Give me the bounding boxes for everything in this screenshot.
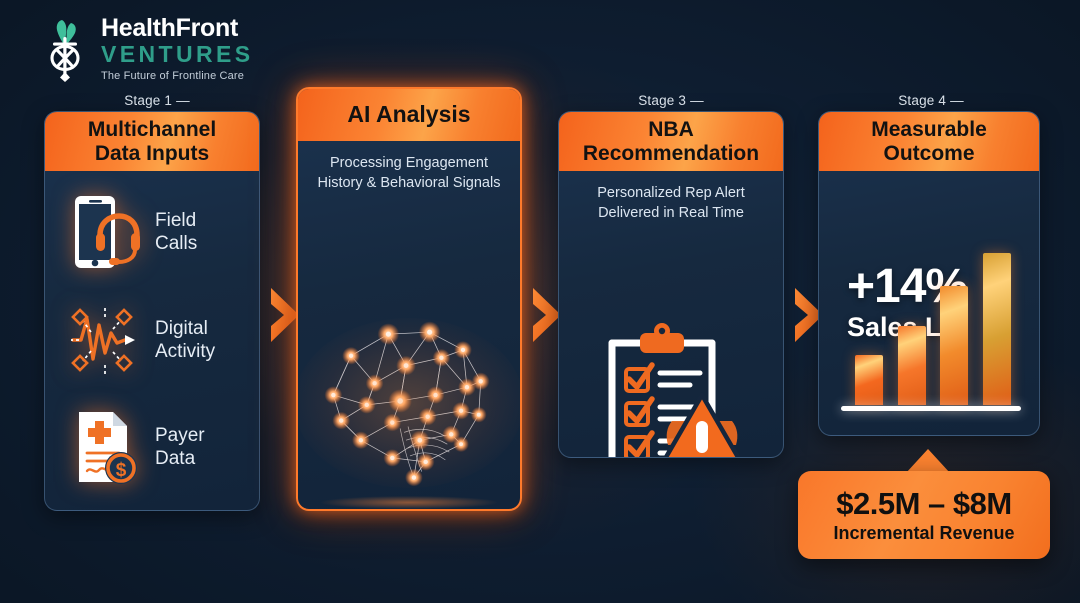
svg-text:$: $: [116, 460, 127, 481]
stage-2-body: Processing Engagement History & Behavior…: [298, 141, 520, 509]
bar-1: [855, 355, 883, 405]
stage-card-2[interactable]: AI Analysis Processing Engagement Histor…: [296, 87, 522, 511]
stage-1-item-1-label: Field Calls: [155, 209, 197, 255]
stage-1-item-field-calls[interactable]: Field Calls: [69, 191, 197, 273]
stage-1-item-1-label-line1: Field: [155, 209, 197, 231]
stage-3-subtitle-line2: Delivered in Real Time: [598, 204, 744, 221]
brand-name-secondary: VENTURES: [101, 41, 254, 67]
stage-4-header: Measurable Outcome: [819, 112, 1039, 171]
stage-1-item-digital-activity[interactable]: Digital Activity: [69, 299, 215, 381]
stage-2-subtitle-line1: Processing Engagement: [330, 155, 488, 171]
stage-label-4: Stage 4 —: [898, 93, 964, 108]
neural-network-brain-icon: [324, 321, 490, 487]
stage-2-header: AI Analysis: [298, 89, 520, 141]
stage-label-1: Stage 1 —: [124, 93, 190, 108]
incremental-revenue-callout[interactable]: $2.5M – $8M Incremental Revenue: [798, 471, 1050, 559]
bar-series: [855, 245, 1011, 405]
stage-3-subtitle-line1: Personalized Rep Alert: [597, 185, 745, 201]
stage-1-item-3-label: Payer Data: [155, 424, 205, 470]
medical-claim-document-dollar-icon: $: [79, 412, 137, 484]
brand-name-primary: HealthFront: [101, 14, 238, 42]
sprout-caduceus-logo-icon: [50, 20, 80, 82]
stage-1-item-3-label-line2: Data: [155, 448, 196, 469]
stage-1-item-2-label: Digital Activity: [155, 317, 215, 363]
bar-2: [897, 326, 926, 405]
stage-4-title-line2: Outcome: [883, 141, 975, 165]
revenue-caption: Incremental Revenue: [833, 523, 1015, 543]
stage-3-title-line2: Recommendation: [582, 141, 760, 165]
brand-tagline: The Future of Frontline Care: [101, 70, 244, 82]
brand-logo: HealthFront VENTURES The Future of Front…: [40, 16, 253, 82]
bar-3: [940, 286, 969, 405]
stage-card-4[interactable]: Measurable Outcome +14% Sales Lift: [818, 111, 1040, 436]
stage-3-header: NBA Recommendation: [559, 112, 783, 171]
stage-1-title-line2: Data Inputs: [94, 141, 210, 165]
revenue-amount: $2.5M – $8M: [836, 486, 1012, 521]
brain-ambient-glow: [298, 317, 520, 488]
stage-1-title-line1: Multichannel: [87, 117, 217, 141]
ascending-bar-chart: [841, 245, 1021, 413]
stage-4-body: +14% Sales Lift: [819, 171, 1039, 435]
stage-1-item-1-label-line2: Calls: [155, 233, 198, 254]
stage-1-item-2-label-line2: Activity: [155, 341, 216, 362]
stage-card-3[interactable]: NBA Recommendation Personalized Rep Aler…: [558, 111, 784, 458]
mobile-phone-headset-icon: [75, 196, 140, 268]
stage-2-illustration: [298, 283, 520, 509]
stage-1-body: Field Calls: [45, 171, 259, 510]
arrow-stage1-to-stage2: [271, 288, 299, 342]
digital-signal-waveform-icon: [71, 306, 135, 375]
stage-2-subtitle-line2: History & Behavioral Signals: [317, 174, 501, 191]
callout-pointer: [906, 449, 950, 473]
stage-3-body: Personalized Rep Alert Delivered in Real…: [559, 171, 783, 457]
stage-3-subtitle: Personalized Rep Alert Delivered in Real…: [559, 171, 783, 223]
stage-2-title: AI Analysis: [347, 101, 471, 128]
brain-shadow: [321, 496, 497, 509]
stage-4-title-line1: Measurable: [871, 117, 987, 141]
arrow-stage3-to-stage4: [795, 288, 823, 342]
stage-1-item-3-label-line1: Payer: [155, 424, 205, 446]
clipboard-checklist-alert-icon: [608, 323, 741, 457]
chart-baseline: [841, 406, 1021, 411]
stage-1-header: Multichannel Data Inputs: [45, 112, 259, 171]
stage-2-subtitle: Processing Engagement History & Behavior…: [298, 141, 520, 193]
bar-4: [982, 253, 1011, 405]
stage-label-3: Stage 3 —: [638, 93, 704, 108]
arrow-stage2-to-stage3: [533, 288, 561, 342]
stage-1-item-2-label-line1: Digital: [155, 317, 208, 339]
stage-3-title-line1: NBA: [648, 117, 694, 141]
stage-1-item-payer-data[interactable]: $ Payer Data: [69, 406, 205, 488]
stage-card-1[interactable]: Multichannel Data Inputs: [44, 111, 260, 511]
